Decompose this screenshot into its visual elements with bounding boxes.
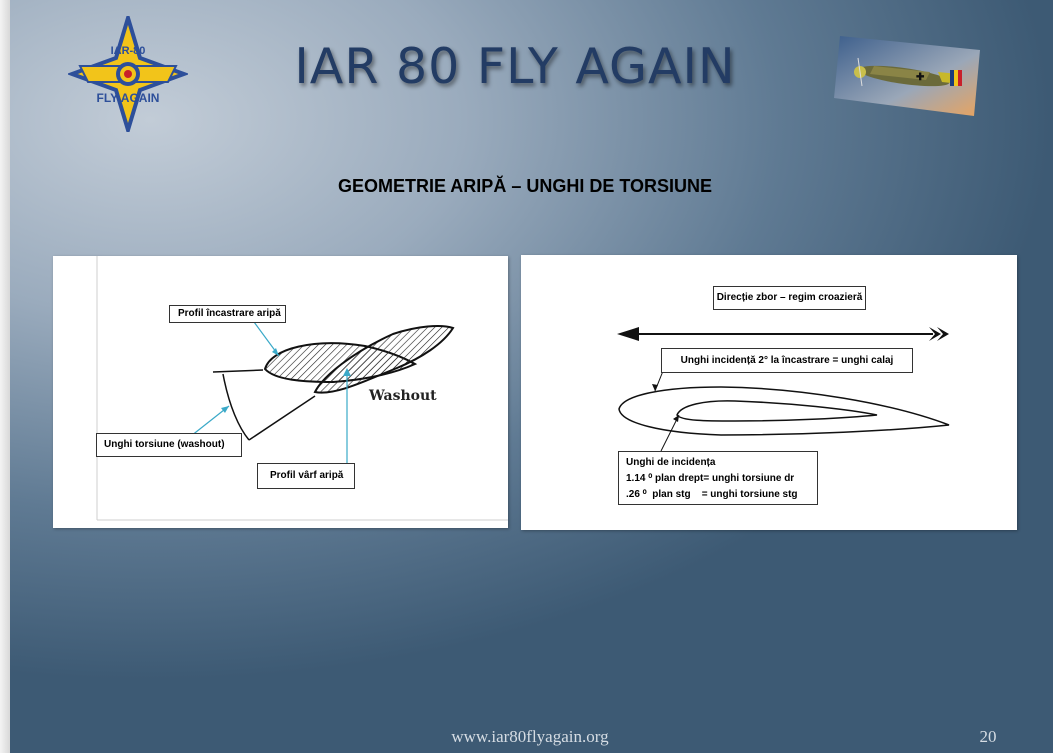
logo-text-top: IAR-80 xyxy=(111,45,146,57)
slide-subtitle: GEOMETRIE ARIPĂ – UNGHI DE TORSIUNE xyxy=(337,176,713,196)
window-left-edge xyxy=(0,0,10,753)
page-number: 20 xyxy=(979,727,997,746)
svg-text:✚: ✚ xyxy=(916,72,925,83)
label-flight-direction: Direcție zbor – regim croazieră xyxy=(713,286,866,310)
slide-title: IAR 80 FLY AGAIN xyxy=(294,38,736,95)
label-incidence-root: Unghi incidență 2° la încastrare = unghi… xyxy=(661,348,913,373)
incidence-note-title: Unghi de incidența xyxy=(626,457,716,468)
label-twist-angle: Unghi torsiune (washout) xyxy=(96,433,242,457)
washout-diagram: Profil încastrare aripă Unghi torsiune (… xyxy=(53,256,508,528)
incidence-note-right: 1.14 ⁰ plan drept= unghi torsiune dr xyxy=(626,473,795,484)
label-washout: Washout xyxy=(369,388,437,404)
incidence-note-left: .26 ⁰ plan stg = unghi torsiune stg xyxy=(626,489,798,500)
incidence-diagram: Direcție zbor – regim croazieră Unghi in… xyxy=(521,255,1017,530)
iar80-logo: IAR-80 FLY AGAIN xyxy=(68,16,188,132)
incidence-note: Unghi de incidența 1.14 ⁰ plan drept= un… xyxy=(618,451,818,505)
incidence-drawing xyxy=(617,327,950,452)
plane-image: ✚ xyxy=(834,36,980,116)
label-root-profile: Profil încastrare aripă xyxy=(169,305,286,323)
label-tip-profile: Profil vârf aripă xyxy=(257,463,355,489)
washout-drawing xyxy=(96,256,508,521)
footer-url[interactable]: www.iar80flyagain.org xyxy=(451,727,609,746)
logo-text-bottom: FLY AGAIN xyxy=(97,91,160,105)
